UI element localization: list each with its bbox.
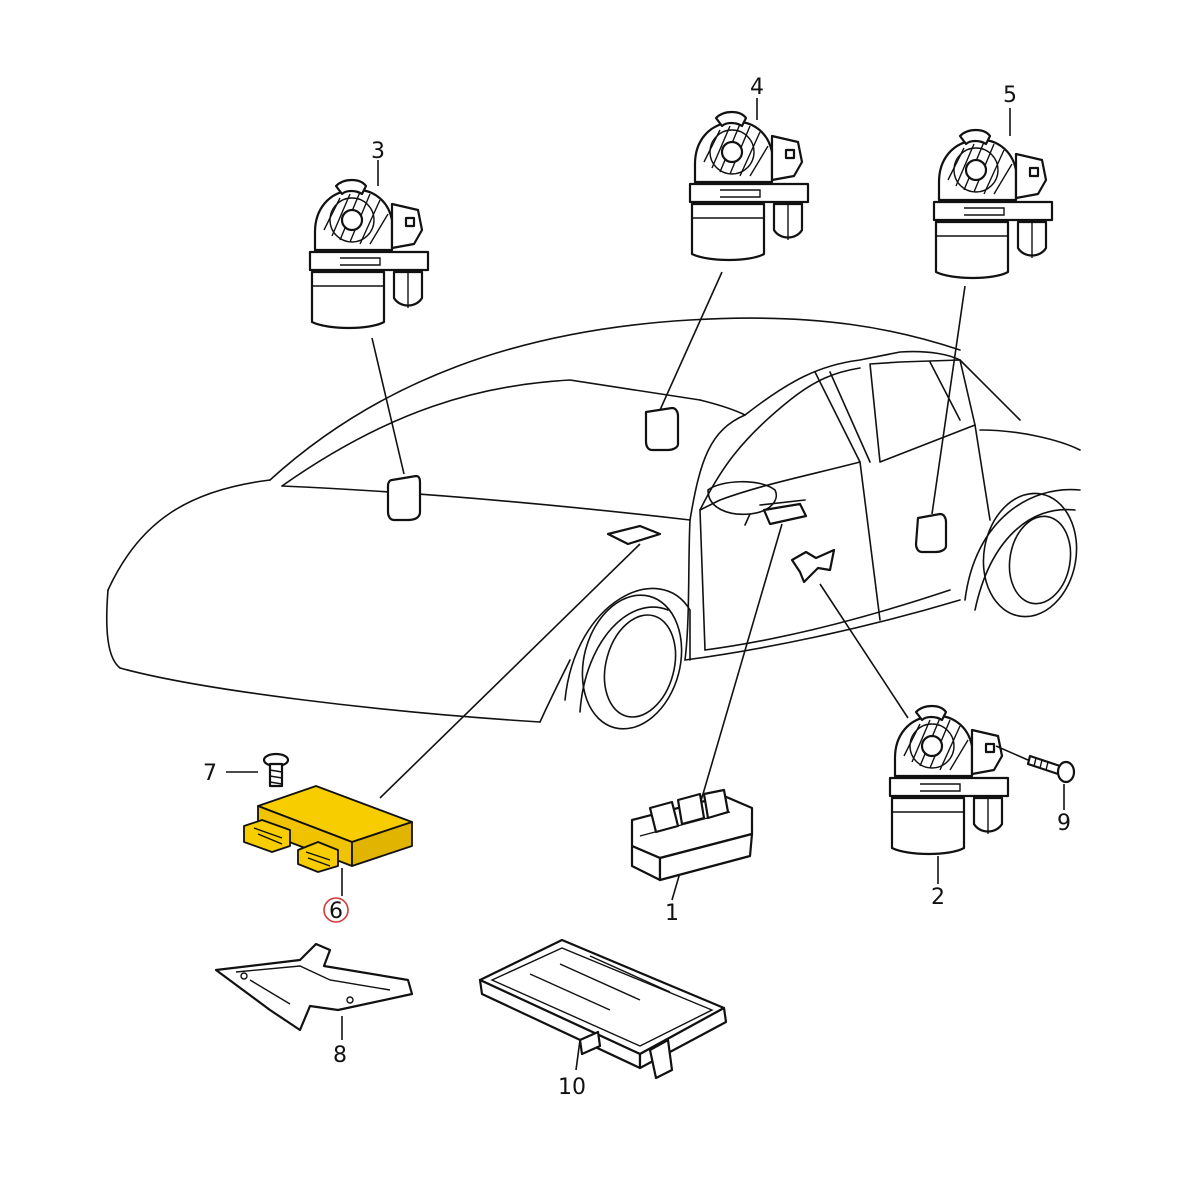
ecu-location-marker xyxy=(606,524,662,546)
connector-b xyxy=(297,841,339,873)
leader-lines xyxy=(226,98,1065,1071)
switch-marker-rear-right xyxy=(914,512,948,554)
window-motor-5 xyxy=(932,128,1054,280)
switch-marker-front-left xyxy=(386,474,422,522)
highlight-ring xyxy=(323,897,349,923)
callout-8: 8 xyxy=(333,1043,347,1068)
callout-1: 1 xyxy=(665,901,679,926)
switch-marker-front-right xyxy=(644,406,680,452)
callout-3: 3 xyxy=(371,139,385,164)
car-switch-markers xyxy=(386,406,948,584)
callout-7: 7 xyxy=(203,761,217,786)
callout-5: 5 xyxy=(1003,83,1017,108)
callout-2: 2 xyxy=(931,885,945,910)
module-10 xyxy=(478,938,728,1080)
bracket-8 xyxy=(214,942,414,1032)
window-motor-2 xyxy=(888,704,1010,856)
bolt-9 xyxy=(995,745,1076,784)
window-motor-3 xyxy=(308,178,430,330)
callout-9: 9 xyxy=(1057,811,1071,836)
callout-4: 4 xyxy=(750,75,764,100)
window-motor-4 xyxy=(688,110,810,262)
callout-labels: 3 4 5 7 9 1 2 6 8 10 xyxy=(203,75,1071,1100)
rear-left-marker xyxy=(790,548,836,584)
car-outline xyxy=(105,317,1081,730)
callout-10: 10 xyxy=(558,1075,586,1100)
callout-6: 6 xyxy=(329,899,343,924)
window-switch-1 xyxy=(630,788,754,882)
screw-7 xyxy=(262,752,290,788)
control-unit-side xyxy=(351,821,413,867)
door-switch-marker xyxy=(762,502,808,526)
control-unit-6 xyxy=(243,785,413,873)
